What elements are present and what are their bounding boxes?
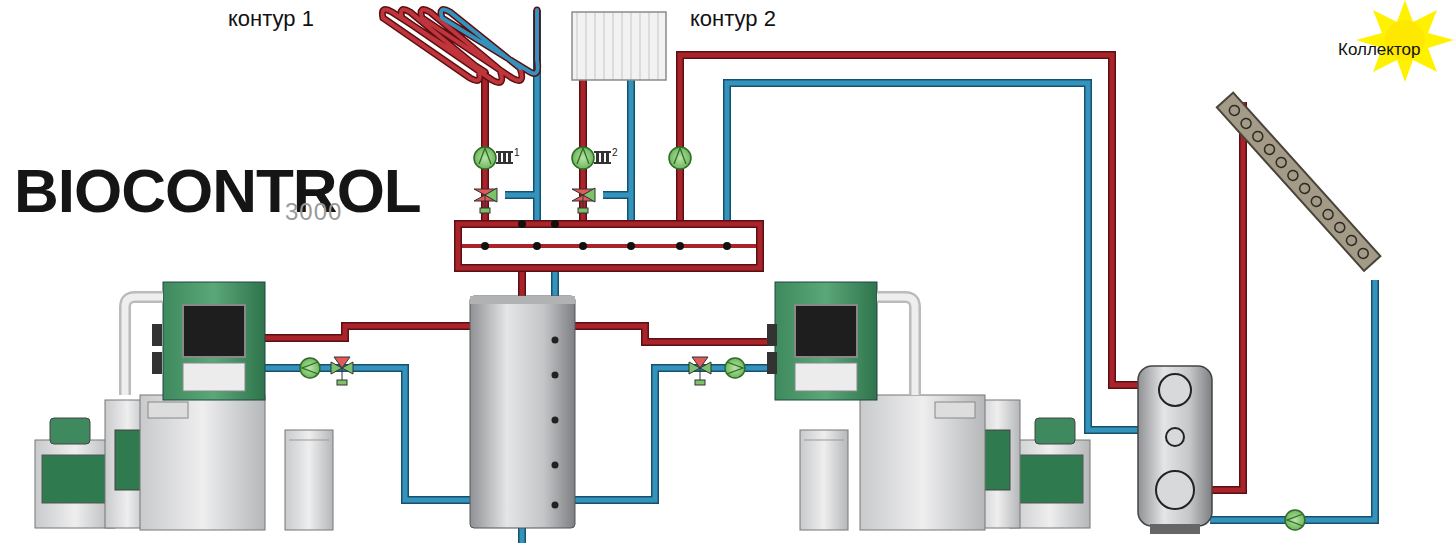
collector-label: Коллектор <box>1338 40 1420 60</box>
circuit-pumps <box>300 147 1305 530</box>
circuit-label: контур 2 <box>690 6 776 32</box>
pipes <box>265 10 1375 543</box>
circuit-number: 2 <box>612 148 618 158</box>
radiator <box>572 12 666 80</box>
label-text: контур 2 <box>690 6 776 32</box>
buffer-tank <box>470 296 575 528</box>
manifold <box>458 220 760 268</box>
label-text: Коллектор <box>1338 40 1420 60</box>
circuit-label: контур 1 <box>228 6 314 32</box>
logo-text: BIOCONTROL <box>14 160 421 222</box>
right-boiler <box>767 282 1090 530</box>
floor-heating-coil <box>382 10 537 83</box>
label-text: контур 1 <box>228 6 314 32</box>
solar-collector <box>1217 93 1381 271</box>
hot-water-tank <box>1138 366 1212 534</box>
model-number: 3000 <box>285 200 342 224</box>
left-boiler <box>35 282 333 530</box>
circuit-number: 1 <box>514 148 520 158</box>
